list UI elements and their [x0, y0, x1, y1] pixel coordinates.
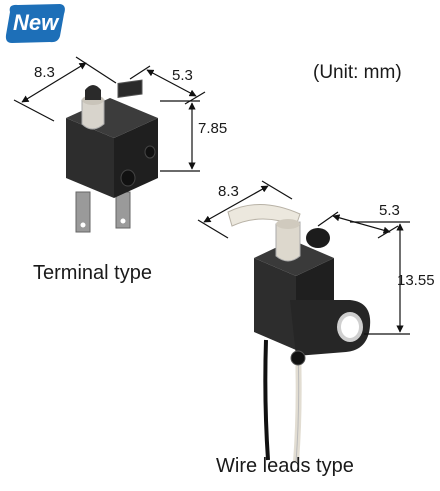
terminal-dimension-lines	[13, 56, 206, 172]
wire-dimension-lines	[197, 180, 410, 335]
terminal-height-dimension: 7.85	[198, 120, 228, 137]
wire-depth-dimension: 5.3	[379, 202, 400, 219]
terminal-depth-dimension: 5.3	[172, 67, 193, 84]
unit-label: (Unit: mm)	[313, 62, 402, 83]
wire-leads-type-caption: Wire leads type	[216, 455, 354, 477]
wire-width-dimension: 8.3	[218, 183, 239, 200]
new-badge-label: New	[13, 10, 59, 35]
new-badge-shape	[5, 4, 65, 43]
new-badge: New	[4, 2, 68, 46]
terminal-width-dimension: 8.3	[34, 64, 55, 81]
terminal-type-switch	[66, 79, 158, 233]
wire-leads-type-switch	[227, 203, 371, 463]
wire-height-dimension: 13.55	[397, 272, 435, 289]
terminal-type-caption: Terminal type	[33, 262, 152, 284]
